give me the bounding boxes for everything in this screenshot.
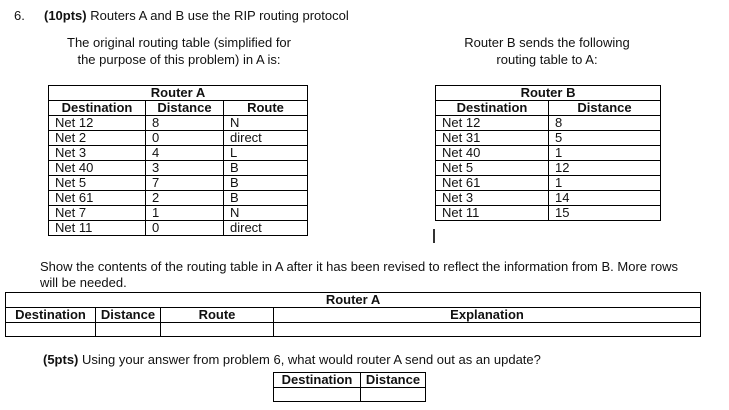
- answer-row: [273, 387, 426, 402]
- table-cell: N: [222, 205, 309, 221]
- table-row: Net 3 14: [435, 190, 662, 206]
- table-cell: N: [222, 115, 309, 131]
- question-title: (10pts) Routers A and B use the RIP rout…: [44, 8, 349, 23]
- subquestion-points: (5pts): [43, 352, 79, 367]
- answer-cell: [360, 387, 426, 402]
- intro-right-line2: routing table to A:: [496, 51, 598, 67]
- table-cell: Net 5: [48, 175, 146, 191]
- question-points: (10pts): [44, 8, 87, 23]
- answer-cell: [160, 322, 274, 337]
- table-row: Net 61 2 B: [48, 190, 309, 206]
- column-header-explanation: Explanation: [272, 307, 702, 323]
- table-cell: Net 11: [48, 220, 146, 236]
- question-text: Routers A and B use the RIP routing prot…: [86, 8, 349, 23]
- column-header-destination: Destination: [48, 100, 146, 116]
- table-cell: direct: [222, 220, 309, 236]
- table-row: Net 11 0 direct: [48, 220, 309, 236]
- table-cell: Net 5: [435, 160, 549, 176]
- table-cell: 4: [145, 145, 224, 161]
- scan-artifact-line: [433, 229, 435, 243]
- table-cell: Net 3: [435, 190, 549, 206]
- table-cell: 14: [547, 190, 662, 206]
- table-cell: 1: [547, 145, 662, 161]
- table-row: Net 12 8: [435, 115, 662, 131]
- table-cell: B: [222, 160, 309, 176]
- table-cell: 0: [145, 220, 224, 236]
- table-row: Net 61 1: [435, 175, 662, 191]
- answer-cell: [272, 322, 702, 337]
- table-cell: Net 31: [435, 130, 549, 146]
- table-cell: Net 12: [48, 115, 146, 131]
- intro-left-line2: the purpose of this problem) in A is:: [77, 51, 281, 67]
- instruction-text: Show the contents of the routing table i…: [40, 259, 712, 291]
- column-header-destination: Destination: [435, 100, 549, 116]
- table-cell: 0: [145, 130, 224, 146]
- table-cell: 2: [145, 190, 224, 206]
- table-cell: 3: [145, 160, 224, 176]
- table-cell: Net 61: [48, 190, 146, 206]
- table-row: Net 12 8 N: [48, 115, 309, 131]
- update-table: Destination Distance: [273, 372, 426, 402]
- router-b-table-title: Router B: [434, 85, 662, 101]
- table-cell: B: [222, 175, 309, 191]
- table-row: Net 2 0 direct: [48, 130, 309, 146]
- table-cell: Net 7: [48, 205, 146, 221]
- intro-left-text: The original routing table (simplified f…: [48, 35, 310, 68]
- table-cell: Net 61: [435, 175, 549, 191]
- intro-right-line1: Router B sends the following: [464, 35, 630, 50]
- answer-cell: [95, 322, 161, 337]
- table-cell: 15: [547, 205, 662, 221]
- table-cell: Net 3: [48, 145, 146, 161]
- column-header-distance: Distance: [360, 372, 426, 388]
- table-cell: 7: [145, 175, 224, 191]
- table-cell: L: [222, 145, 309, 161]
- table-cell: 5: [547, 130, 662, 146]
- table-cell: 1: [547, 175, 662, 191]
- table-cell: Net 12: [435, 115, 549, 131]
- table-cell: 12: [547, 160, 662, 176]
- table-row: Net 3 4 L: [48, 145, 309, 161]
- router-a-table-title: Router A: [47, 85, 309, 101]
- answer-cell: [5, 322, 96, 337]
- table-cell: Net 2: [48, 130, 146, 146]
- intro-right-text: Router B sends the following routing tab…: [432, 35, 662, 68]
- table-row: Net 31 5: [435, 130, 662, 146]
- instruction-line1: Show the contents of the routing table i…: [40, 259, 679, 274]
- table-cell: 1: [145, 205, 224, 221]
- table-row: Net 5 7 B: [48, 175, 309, 191]
- column-header-distance: Distance: [95, 307, 161, 323]
- table-row: Net 11 15: [435, 205, 662, 221]
- column-header-destination: Destination: [273, 372, 361, 388]
- subquestion-text: Using your answer from problem 6, what w…: [78, 352, 541, 367]
- table-row: Net 7 1 N: [48, 205, 309, 221]
- column-header-distance: Distance: [547, 100, 662, 116]
- table-row: Net 40 3 B: [48, 160, 309, 176]
- question-number: 6.: [14, 8, 25, 23]
- answer-cell: [273, 387, 361, 402]
- router-b-table: Router B Destination Distance Net 12 8 N…: [434, 85, 662, 221]
- table-cell: direct: [222, 130, 309, 146]
- column-header-destination: Destination: [5, 307, 96, 323]
- subquestion-title: (5pts) Using your answer from problem 6,…: [43, 352, 541, 367]
- table-cell: Net 40: [48, 160, 146, 176]
- instruction-line2: will be needed.: [40, 275, 127, 290]
- answer-row: [5, 322, 702, 337]
- router-a-table: Router A Destination Distance Route Net …: [47, 85, 309, 236]
- column-header-route: Route: [222, 100, 309, 116]
- table-cell: B: [222, 190, 309, 206]
- column-header-distance: Distance: [145, 100, 224, 116]
- table-cell: 8: [547, 115, 662, 131]
- table-cell: Net 40: [435, 145, 549, 161]
- answer-table: Router A Destination Distance Route Expl…: [4, 292, 702, 337]
- answer-table-title: Router A: [4, 292, 702, 308]
- column-header-route: Route: [160, 307, 274, 323]
- table-cell: Net 11: [435, 205, 549, 221]
- intro-left-line1: The original routing table (simplified f…: [67, 35, 291, 50]
- table-cell: 8: [145, 115, 224, 131]
- table-row: Net 5 12: [435, 160, 662, 176]
- table-row: Net 40 1: [435, 145, 662, 161]
